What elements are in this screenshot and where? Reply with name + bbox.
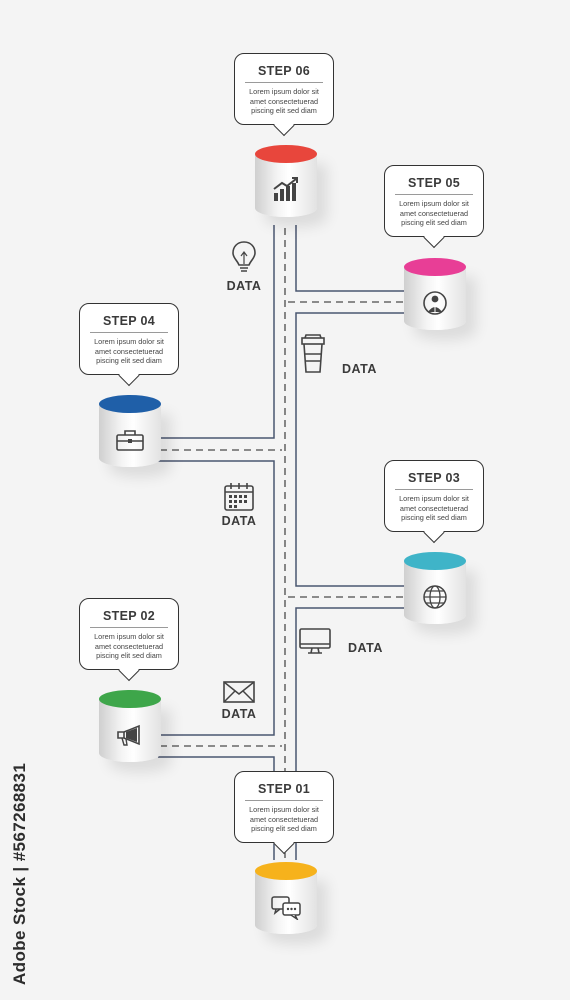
- cylinder-top: [255, 862, 317, 880]
- data-label-1: DATA: [214, 240, 274, 293]
- data-text: DATA: [221, 707, 257, 721]
- road-edges: [158, 225, 405, 860]
- callout-step-06: STEP 06 Lorem ipsum dolor sit amet conse…: [234, 53, 334, 125]
- cylinder-top: [99, 690, 161, 708]
- cylinder-step-04: [99, 395, 161, 467]
- person-icon: [423, 291, 447, 315]
- step-title: STEP 02: [90, 609, 168, 628]
- step-title: STEP 06: [245, 64, 323, 83]
- callout-step-02: STEP 02 Lorem ipsum dolor sit amet conse…: [79, 598, 179, 670]
- road-edge-right-middle: [295, 312, 405, 587]
- callout-step-04: STEP 04 Lorem ipsum dolor sit amet conse…: [79, 303, 179, 375]
- step-description: Lorem ipsum dolor sit amet consectetuera…: [399, 199, 469, 228]
- data-text-4: DATA: [348, 641, 383, 655]
- road-edge-left-upper: [158, 225, 275, 439]
- step-title: STEP 03: [395, 471, 473, 490]
- globe-icon: [423, 585, 447, 609]
- road-edge-right-top: [295, 225, 405, 292]
- step-description: Lorem ipsum dolor sit amet consectetuera…: [94, 632, 164, 661]
- cylinder-top: [404, 258, 466, 276]
- cylinder-step-05: [404, 258, 466, 330]
- data-text-2: DATA: [342, 362, 377, 376]
- step-description: Lorem ipsum dolor sit amet consectetuera…: [399, 494, 469, 523]
- monitor-icon: [299, 628, 331, 654]
- chart-icon: [273, 177, 298, 201]
- cylinder-step-01: [255, 862, 317, 934]
- callout-step-03: STEP 03 Lorem ipsum dolor sit amet conse…: [384, 460, 484, 532]
- chat-icon: [271, 896, 301, 920]
- callout-step-01: STEP 01 Lorem ipsum dolor sit amet conse…: [234, 771, 334, 843]
- callout-step-05: STEP 05 Lorem ipsum dolor sit amet conse…: [384, 165, 484, 237]
- cylinder-step-02: [99, 690, 161, 762]
- stock-watermark: Adobe Stock | #567268831: [10, 762, 29, 985]
- cylinder-step-03: [404, 552, 466, 624]
- data-text: DATA: [226, 279, 262, 293]
- envelope-icon: [223, 681, 255, 703]
- step-title: STEP 05: [395, 176, 473, 195]
- data-label-4: [298, 627, 358, 655]
- megaphone-icon: [117, 724, 140, 746]
- step-description: Lorem ipsum dolor sit amet consectetuera…: [249, 87, 319, 116]
- cylinder-top: [99, 395, 161, 413]
- step-title: STEP 04: [90, 314, 168, 333]
- briefcase-icon: [116, 430, 144, 451]
- road-centerlines: [160, 228, 403, 858]
- data-label-3: DATA: [209, 481, 269, 528]
- step-description: Lorem ipsum dolor sit amet consectetuera…: [249, 805, 319, 834]
- step-title: STEP 01: [245, 782, 323, 801]
- cylinder-top: [255, 145, 317, 163]
- data-label-5: DATA: [209, 680, 269, 721]
- calendar-icon: [224, 483, 254, 511]
- cylinder-step-06: [255, 145, 317, 217]
- data-text: DATA: [221, 514, 257, 528]
- road-edge-left-middle: [158, 460, 275, 736]
- cylinder-top: [404, 552, 466, 570]
- step-description: Lorem ipsum dolor sit amet consectetuera…: [94, 337, 164, 366]
- lightbulb-icon: [232, 241, 256, 272]
- data-label-2: [300, 334, 360, 374]
- coffee-cup-icon: [301, 334, 325, 373]
